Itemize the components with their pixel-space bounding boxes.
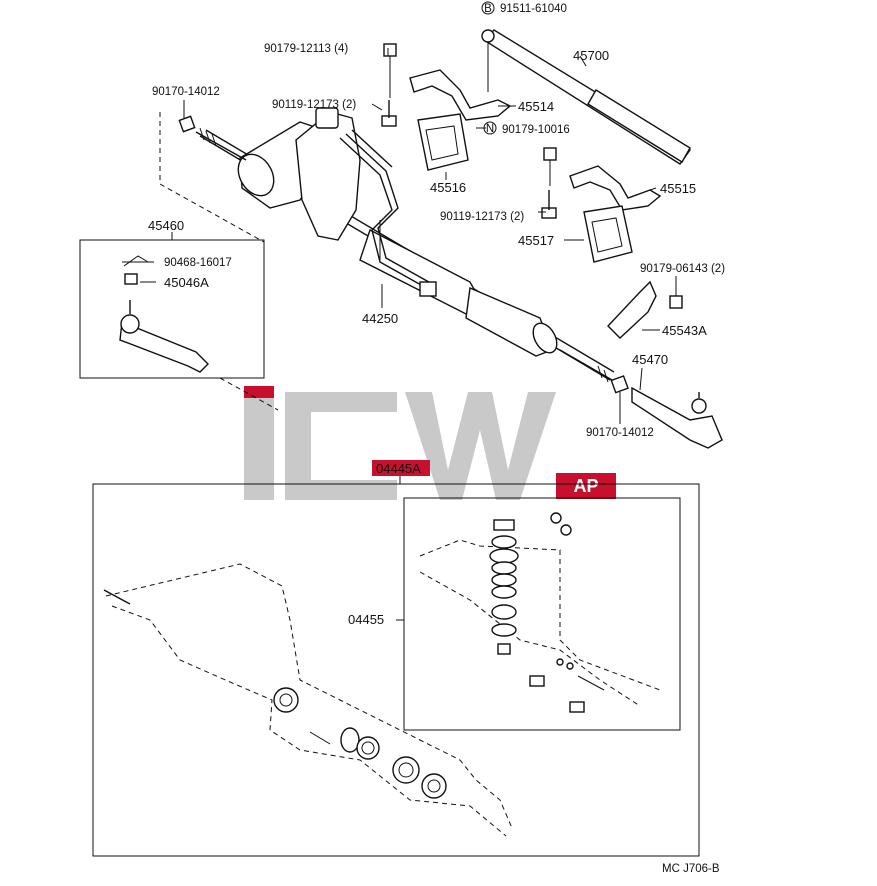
- label-45700: 45700: [573, 48, 609, 63]
- label-45516: 45516: [430, 180, 466, 195]
- label-90179-12113: 90179-12113 (4): [264, 43, 348, 55]
- circle-mark-n: N: [486, 123, 494, 135]
- label-90119-12173-b: 90119-12173 (2): [440, 211, 524, 223]
- label-04445A: 04445A: [376, 461, 421, 476]
- label-45046A: 45046A: [164, 275, 209, 290]
- bolts: [381, 42, 557, 219]
- label-90119-12173-a: 90119-12173 (2): [272, 99, 356, 111]
- left-tie-rod-thread: [178, 115, 247, 161]
- label-45460: 45460: [148, 218, 184, 233]
- right-tie-rod: [559, 349, 723, 449]
- label-45517: 45517: [518, 233, 554, 248]
- leader-lines: [122, 48, 677, 424]
- label-45515: 45515: [660, 181, 696, 196]
- label-90170-14012-top: 90170-14012: [152, 86, 220, 98]
- label-90179-10016: 90179-10016: [502, 124, 570, 136]
- label-45470: 45470: [632, 352, 668, 367]
- seal-kit-parts: [419, 512, 661, 713]
- diagram-reference-code: MC J706-B: [662, 863, 720, 875]
- label-90468-16017: 90468-16017: [164, 257, 232, 269]
- bushing-45516: [417, 113, 469, 171]
- rack-housing: [199, 107, 615, 381]
- label-90170-14012-bottom: 90170-14012: [586, 427, 654, 439]
- bracket-45515: [569, 165, 662, 211]
- gasket-kit-frame: [92, 460, 700, 857]
- bracket-45514: [409, 69, 512, 121]
- label-91511-61040: 91511-61040: [500, 3, 567, 15]
- watermark-badge: [556, 473, 616, 499]
- label-04455: 04455: [348, 612, 384, 627]
- seal-kit-inset: [396, 497, 681, 731]
- label-45543A: 45543A: [662, 323, 707, 338]
- label-45514: 45514: [518, 99, 554, 114]
- watermark-badge-text: AP: [573, 476, 598, 496]
- circle-mark-b: B: [484, 3, 492, 15]
- watermark-logo: AP: [244, 386, 616, 500]
- label-90179-06143: 90179-06143 (2): [640, 263, 725, 275]
- tie-rod-end-inset: [79, 112, 279, 411]
- part-labels: B 91511-61040 45700 90179-12113 (4) 9017…: [148, 1, 725, 875]
- kit-rack-outline: [103, 563, 513, 837]
- label-44250: 44250: [362, 311, 398, 326]
- bushing-45517: [583, 205, 633, 263]
